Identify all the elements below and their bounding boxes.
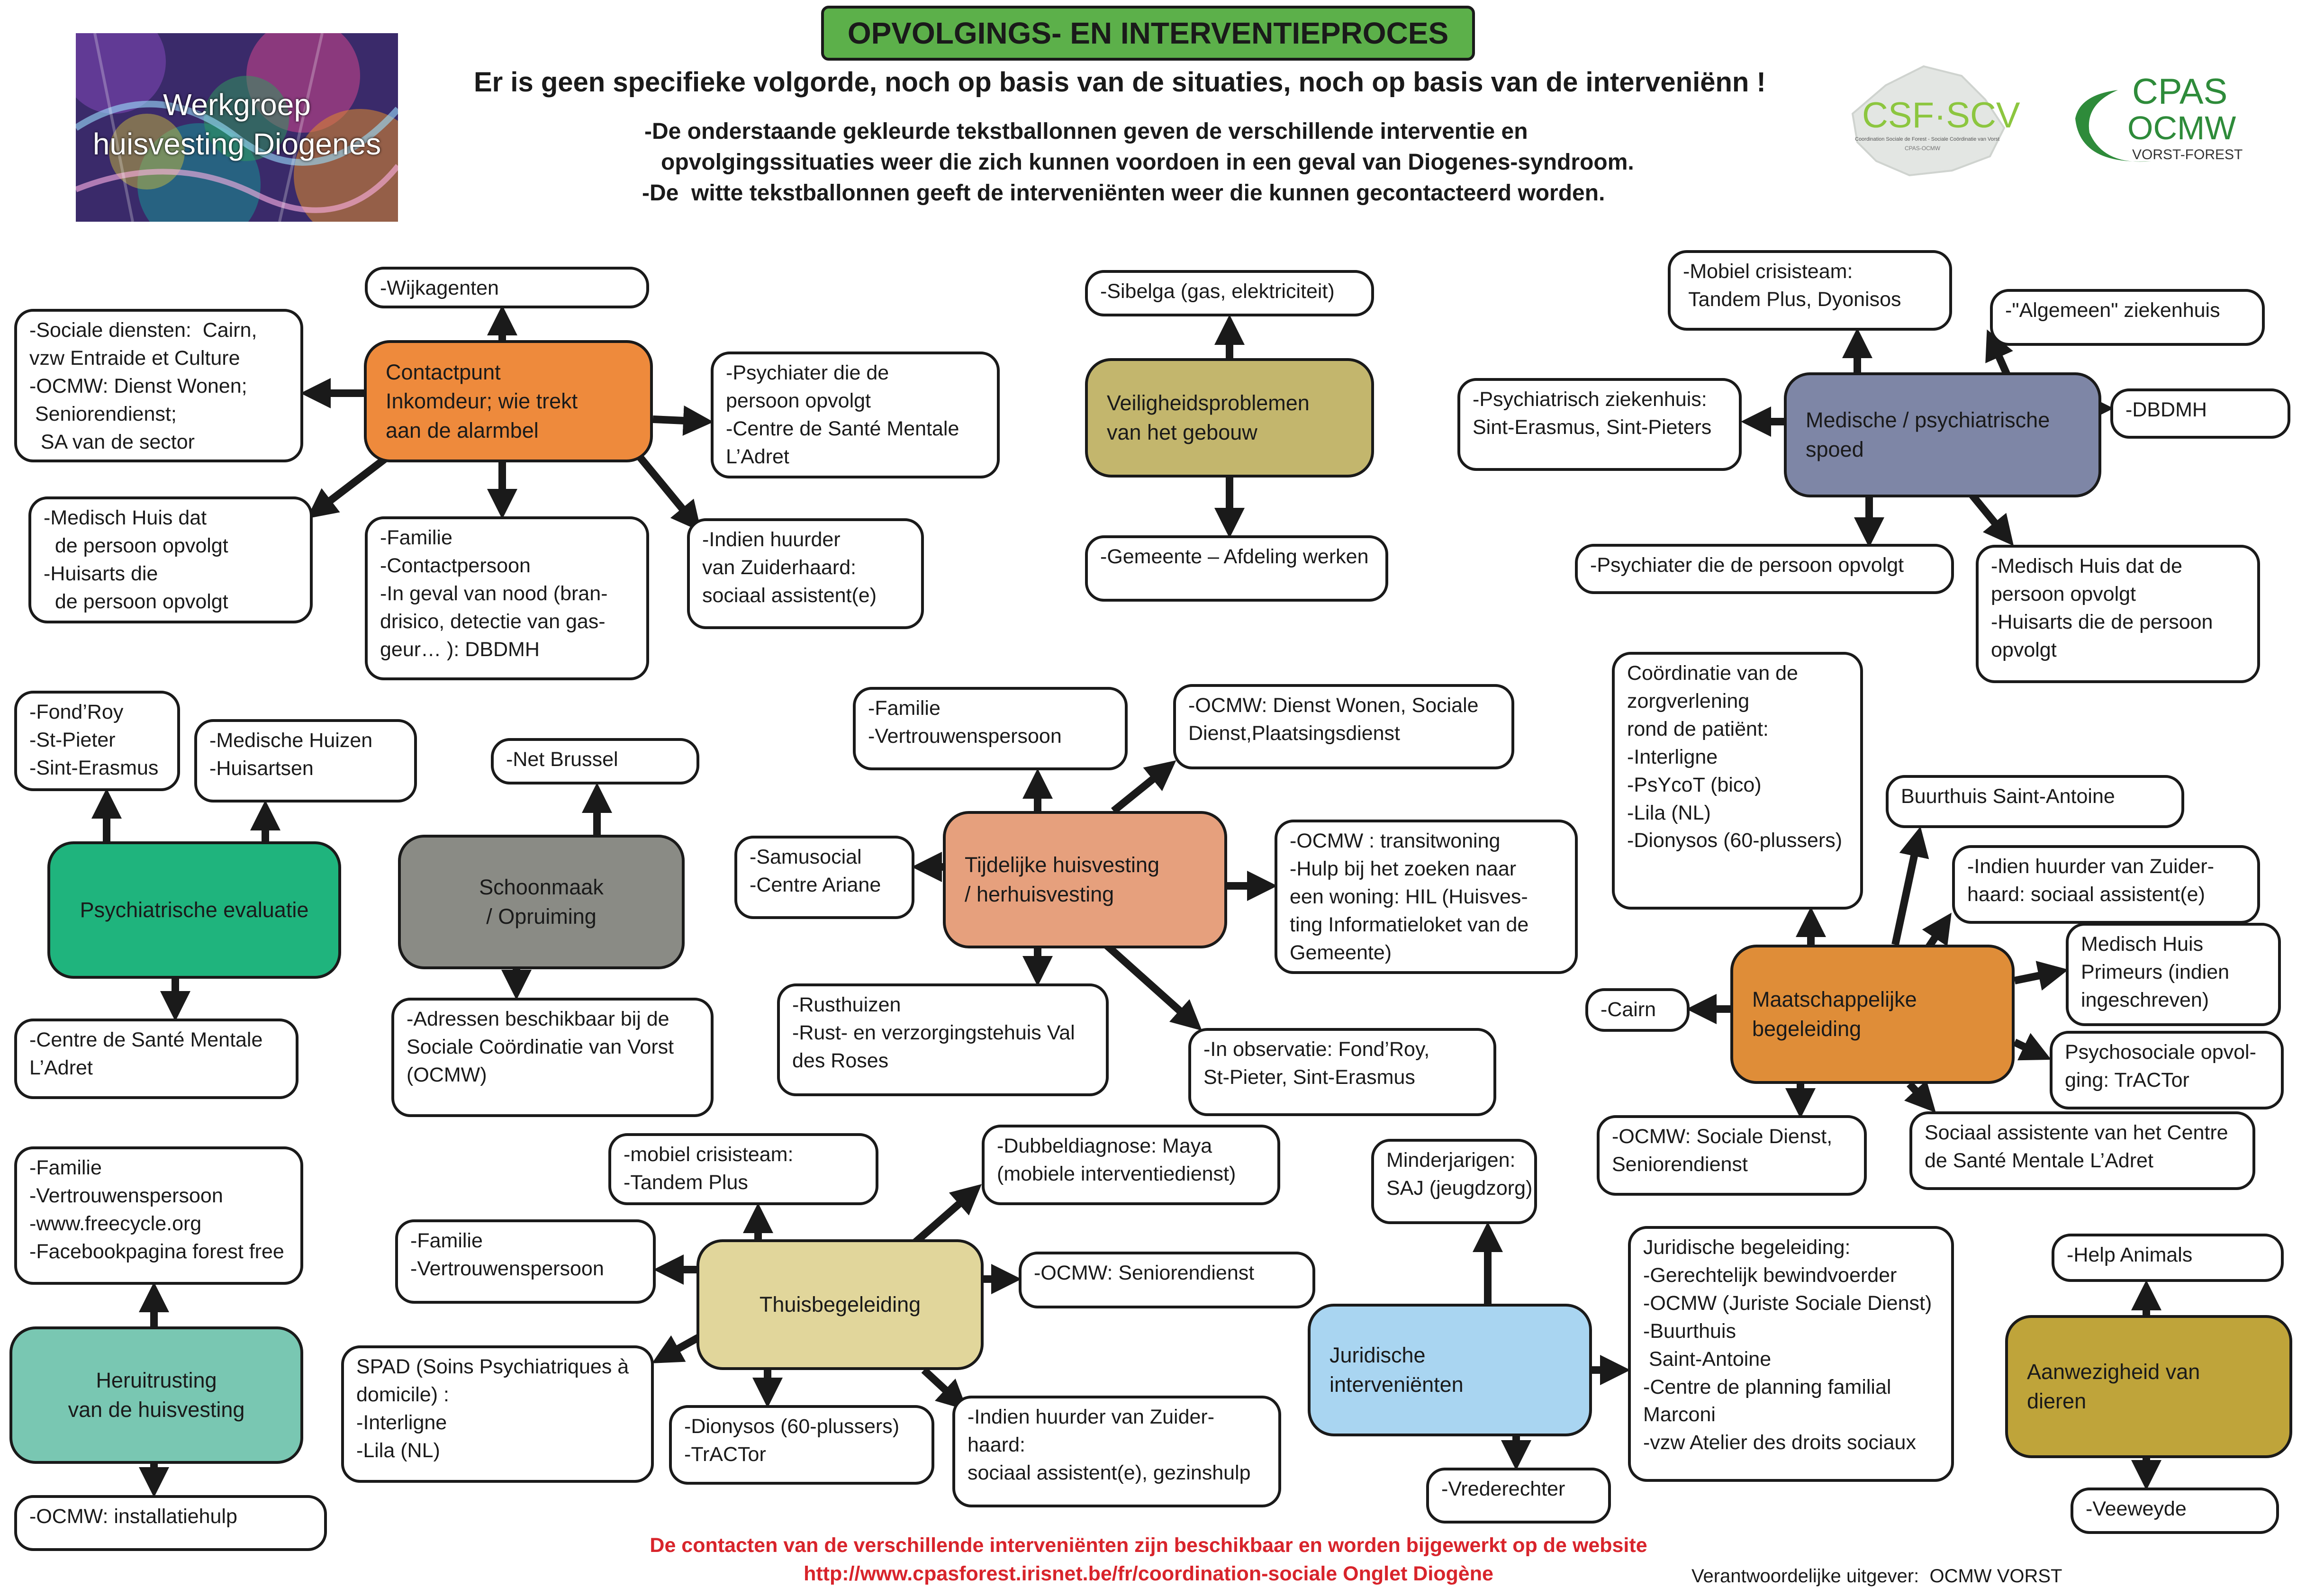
box-psychiater-spoed: -Psychiater die de persoon opvolgt [1575, 544, 1954, 594]
csf-logo-subtext: Coordination Sociale de Forest - Sociale… [1855, 136, 2000, 142]
box-coordinatie-zorgverlening: Coördinatie van de zorgverlening rond de… [1612, 652, 1863, 910]
box-huurder-thuis: -Indien huurder van Zuider- haard: socia… [952, 1396, 1281, 1507]
box-veeweyde: -Veeweyde [2071, 1488, 2279, 1534]
box-vrederechter: -Vrederechter [1426, 1468, 1611, 1524]
csf-scv-logo: CSF·SCV Coordination Sociale de Forest -… [1834, 57, 2023, 180]
box-familie-contactpunt: -Familie -Contactpersoon -In geval van n… [365, 516, 649, 680]
hub-aanwezigheid-dieren: Aanwezigheid van dieren [2005, 1315, 2292, 1458]
box-ocmw-sociale-dienst: -OCMW: Sociale Dienst, Seniorendienst [1597, 1115, 1867, 1196]
box-csm-adret-psychiatrisch: -Centre de Santé Mentale L’Adret [14, 1019, 298, 1099]
box-wijkagenten: -Wijkagenten [365, 267, 649, 308]
box-gemeente: -Gemeente – Afdeling werken [1085, 535, 1388, 602]
csf-logo-text: CSF·SCV [1862, 95, 2020, 135]
cpas-ocmw-logo: CPAS OCMW VORST-FOREST [2061, 66, 2243, 175]
connector-arrow [1891, 826, 1929, 946]
description-line-1: -De onderstaande gekleurde tekstballonne… [644, 119, 1528, 144]
csf-logo-subtext-2: CPAS-OCMW [1905, 145, 1941, 152]
connector-arrow [1111, 760, 1176, 814]
hub-psychiatrische-evaluatie: Psychiatrische evaluatie [47, 841, 341, 979]
hub-tijdelijke-huisvesting: Tijdelijke huisvesting / herhuisvesting [943, 811, 1227, 948]
box-adressen: -Adressen beschikbaar bij de Sociale Coö… [391, 998, 714, 1117]
box-psychiatrisch-ziekenhuis: -Psychiatrisch ziekenhuis: Sint-Erasmus,… [1457, 378, 1742, 471]
box-psychiater-contactpunt: -Psychiater die de persoon opvolgt -Cent… [711, 352, 1000, 478]
diagram-title: OPVOLGINGS- EN INTERVENTIEPROCES [821, 6, 1475, 61]
hub-contactpunt: Contactpunt Inkomdeur; wie trekt aan de … [364, 340, 653, 462]
box-installatiehulp: -OCMW: installatiehulp [14, 1495, 327, 1551]
box-familie-heruitrusting: -Familie -Vertrouwenspersoon -www.freecy… [14, 1146, 303, 1285]
hub-heruitrusting: Heruitrusting van de huisvesting [9, 1326, 303, 1464]
box-algemeen-ziekenhuis: -"Algemeen" ziekenhuis [1990, 289, 2265, 346]
connector-arrow [652, 405, 714, 436]
diagram-title-text: OPVOLGINGS- EN INTERVENTIEPROCES [847, 16, 1449, 50]
footer-line-1: De contacten van de verschillende interv… [650, 1534, 1647, 1557]
box-sibelga: -Sibelga (gas, elektriciteit) [1085, 270, 1374, 316]
box-medisch-huis-contactpunt: -Medisch Huis dat de persoon opvolgt -Hu… [28, 496, 313, 623]
subtitle: Er is geen specifieke volgorde, noch op … [474, 67, 1766, 98]
box-rusthuizen: -Rusthuizen -Rust- en verzorgingstehuis … [777, 983, 1109, 1096]
hub-thuisbegeleiding: Thuisbegeleiding [696, 1239, 984, 1370]
box-transitwoning: -OCMW : transitwoning -Hulp bij het zoek… [1275, 820, 1578, 974]
box-dbdmh: -DBDMH [2110, 388, 2290, 439]
publisher-note: Verantwoordelijke uitgever: OCMW VORST [1691, 1566, 2062, 1587]
hub-veiligheid: Veiligheidsproblemen van het gebouw [1085, 358, 1374, 478]
box-medisch-huis-primeurs: Medisch Huis Primeurs (indien ingeschrev… [2066, 923, 2281, 1026]
box-minderjarigen: Minderjarigen: SAJ (jeugdzorg) [1371, 1139, 1537, 1224]
box-sociale-diensten: -Sociale diensten: Cairn, vzw Entraide e… [14, 309, 303, 462]
box-seniorendienst: -OCMW: Seniorendienst [1019, 1252, 1315, 1308]
footer-website-link[interactable]: http://www.cpasforest.irisnet.be/fr/coor… [804, 1562, 1493, 1585]
box-buurthuis: Buurthuis Saint-Antoine [1886, 775, 2184, 828]
abstract-collage-graphic [76, 33, 398, 222]
box-huurder-contactpunt: -Indien huurder van Zuiderhaard: sociaal… [687, 518, 924, 629]
connector-arrow [652, 1333, 703, 1363]
swoosh-graphic [2075, 90, 2151, 162]
hub-schoonmaak: Schoonmaak / Opruiming [398, 835, 685, 969]
box-observatie: -In observatie: Fond’Roy, St-Pieter, Sin… [1188, 1028, 1496, 1116]
workgroup-logo-text: Werkgroep huisvesting Diogenes [92, 88, 381, 162]
box-medisch-huis-spoed: -Medisch Huis dat de persoon opvolgt -Hu… [1976, 545, 2260, 683]
box-ocmw-dienst-wonen: -OCMW: Dienst Wonen, Sociale Dienst,Plaa… [1173, 684, 1514, 769]
cpas-logo-text: CPAS [2132, 72, 2228, 112]
map-outline-graphic [1851, 65, 2006, 177]
box-cairn: -Cairn [1585, 988, 1690, 1032]
vorst-forest-logo-text: VORST-FOREST [2132, 147, 2243, 162]
box-net-brussel: -Net Brussel [491, 738, 699, 784]
hub-medisch-spoed: Medische / psychiatrische spoed [1784, 372, 2101, 497]
box-samusocial: -Samusocial -Centre Ariane [734, 836, 914, 919]
box-dubbeldiagnose: -Dubbeldiagnose: Maya (mobiele intervent… [982, 1125, 1280, 1205]
box-dionysos-thuis: -Dionysos (60-plussers) -TrACTor [669, 1405, 934, 1485]
box-spad: SPAD (Soins Psychiatriques à domicile) :… [341, 1345, 654, 1483]
description-line-3: -De witte tekstballonnen geeft de interv… [642, 180, 1605, 206]
description-line-2: opvolgingssituaties weer die zich kunnen… [661, 150, 1634, 175]
box-medische-huizen: -Medische Huizen -Huisartsen [194, 719, 417, 803]
connector-arrow [2014, 961, 2069, 991]
hub-maatschappelijke-begeleiding: Maatschappelijke begeleiding [1730, 945, 2015, 1084]
connector-arrow [1103, 942, 1202, 1031]
box-sociaal-assistente-csm: Sociaal assistente van het Centre de San… [1909, 1111, 2255, 1190]
ocmw-logo-text: OCMW [2127, 109, 2236, 146]
box-juridische-begeleiding: Juridische begeleiding: -Gerechtelijk be… [1628, 1226, 1954, 1482]
box-mobiel-crisisteam-thuis: -mobiel crisisteam: -Tandem Plus [608, 1133, 878, 1205]
box-familie-thuis: -Familie -Vertrouwenspersoon [395, 1219, 656, 1304]
connector-arrow [1904, 1080, 1936, 1113]
hub-juridische-interveniënten: Juridische interveniënten [1308, 1304, 1592, 1436]
box-mobiel-crisisteam: -Mobiel crisisteam: Tandem Plus, Dyoniso… [1668, 250, 1952, 331]
workgroup-logo-image: Werkgroep huisvesting Diogenes [76, 33, 398, 222]
connector-arrow [2013, 1033, 2052, 1061]
box-help-animals: -Help Animals [2052, 1234, 2284, 1282]
connector-arrow [921, 1367, 968, 1410]
box-huurder-maatschappelijk: -Indien huurder van Zuider- haard: socia… [1952, 845, 2260, 924]
box-psychosociale-opvolging: Psychosociale opvol- ging: TrACTor [2050, 1031, 2284, 1109]
box-familie-tijdelijk: -Familie -Vertrouwenspersoon [853, 687, 1128, 770]
box-fondroy: -Fond’Roy -St-Pieter -Sint-Erasmus [14, 691, 180, 791]
